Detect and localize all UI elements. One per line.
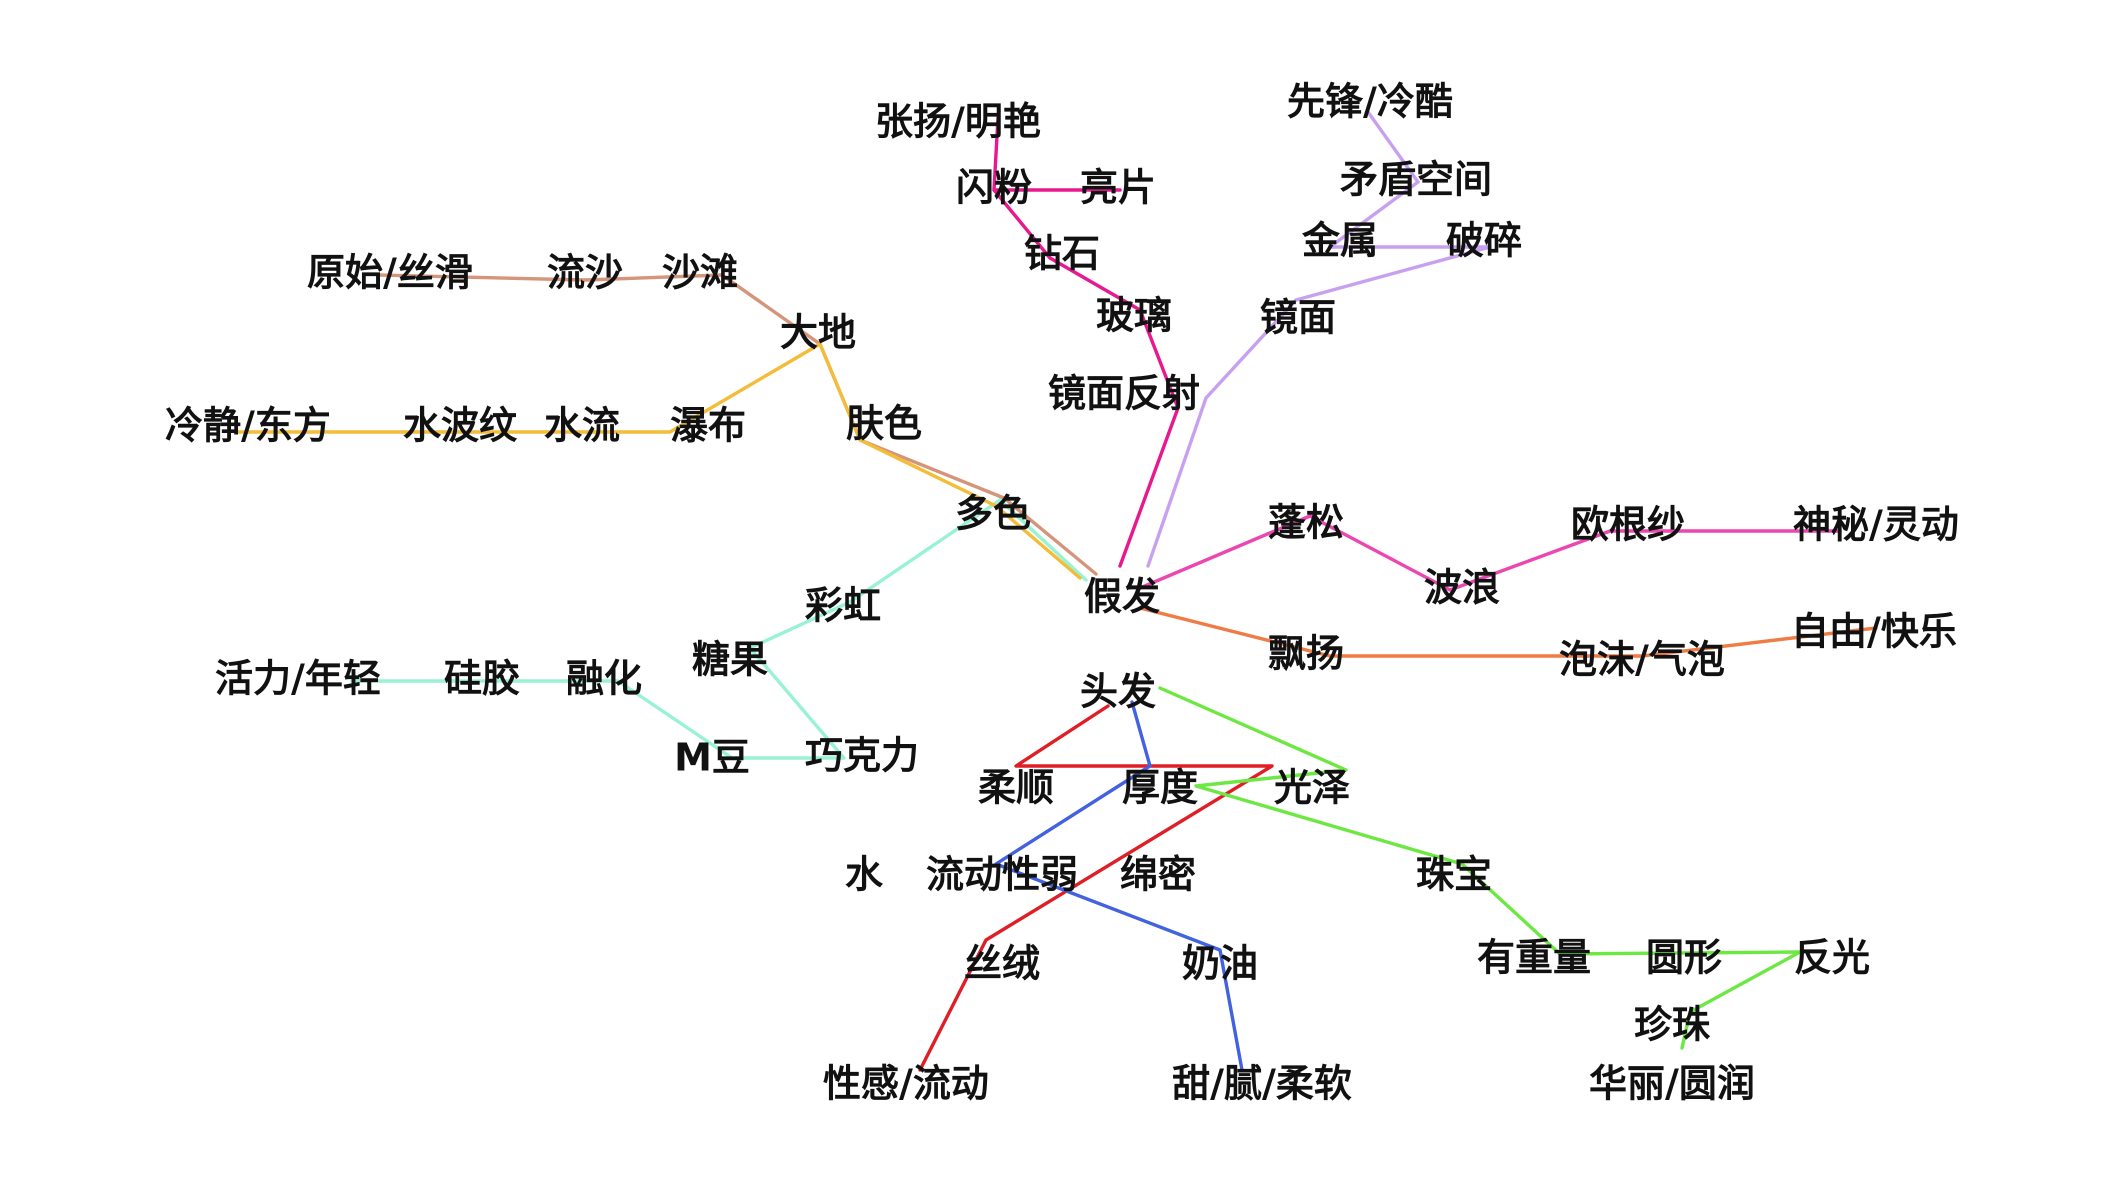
node-label-mianmi: 绵密 — [1120, 853, 1196, 897]
node-label-bolang: 波浪 — [1424, 566, 1500, 610]
node-label-jingmianfanshe: 镜面反射 — [1048, 372, 1200, 416]
node-label-shenmi: 神秘/灵动 — [1793, 503, 1959, 547]
node-label-lengjing: 冷静/东方 — [165, 404, 331, 448]
node-label-caihong: 彩虹 — [805, 584, 881, 628]
node-label-shanfen: 闪粉 — [956, 166, 1032, 210]
path-pink-connector — [1138, 514, 1842, 592]
node-label-shui: 水 — [845, 853, 884, 897]
node-label-ziyou: 自由/快乐 — [1791, 610, 1957, 654]
node-label-naiyou: 奶油 — [1182, 942, 1258, 986]
node-label-fuse: 肤色 — [846, 402, 922, 446]
node-label-liusha: 流沙 — [547, 251, 623, 295]
node-label-ronghua: 融化 — [566, 657, 642, 701]
node-label-maodun: 矛盾空间 — [1340, 158, 1492, 202]
node-label-paomo: 泡沫/气泡 — [1559, 638, 1725, 682]
path-lavender-connector — [1146, 110, 1492, 568]
node-label-guangze: 光泽 — [1274, 766, 1350, 810]
node-label-sirong: 丝绒 — [964, 942, 1040, 986]
node-label-huoli: 活力/年轻 — [215, 657, 381, 701]
node-label-toufa: 头发 — [1080, 670, 1156, 714]
node-label-dadi: 大地 — [780, 311, 856, 355]
node-label-qiaokeli: 巧克力 — [805, 734, 919, 778]
node-label-roushun: 柔顺 — [978, 766, 1054, 810]
node-label-huali: 华丽/圆润 — [1589, 1062, 1755, 1106]
node-label-boli: 玻璃 — [1096, 294, 1172, 338]
node-label-yuanshi: 原始/丝滑 — [307, 251, 473, 295]
path-blue-connector — [994, 700, 1244, 1072]
node-label-shuibowen: 水波纹 — [403, 404, 518, 448]
node-label-piaoyang: 飘扬 — [1268, 632, 1344, 676]
node-label-liangpian: 亮片 — [1080, 166, 1156, 210]
node-label-jiafa: 假发 — [1084, 575, 1160, 619]
node-label-shatan: 沙滩 — [662, 251, 738, 295]
node-label-tian: 甜/腻/柔软 — [1172, 1062, 1352, 1106]
node-label-zuanshi: 钻石 — [1024, 232, 1100, 276]
node-label-houdu: 厚度 — [1122, 766, 1198, 810]
path-yellow-connector — [234, 342, 1082, 580]
node-label-pubu: 瀑布 — [670, 404, 746, 448]
edge-layer — [234, 110, 1878, 1072]
path-red-connector — [918, 704, 1274, 1072]
node-label-zhenzhu: 珍珠 — [1634, 1003, 1711, 1047]
node-label-tangguo: 糖果 — [692, 638, 768, 682]
node-label-liudongxingruo: 流动性弱 — [926, 853, 1078, 897]
node-label-zhangyang: 张扬/明艳 — [875, 100, 1041, 144]
node-label-yuanxing: 圆形 — [1646, 936, 1722, 980]
node-label-guijiao: 硅胶 — [444, 657, 520, 701]
node-label-duose: 多色 — [955, 492, 1031, 536]
node-label-jingmian: 镜面 — [1260, 296, 1336, 340]
node-label-shuiliu: 水流 — [544, 404, 620, 448]
node-label-xinggan: 性感/流动 — [823, 1062, 989, 1106]
path-orange-connector — [1138, 606, 1878, 658]
path-green-connector — [1158, 686, 1802, 1050]
label-layer: 假发头发 多色彩虹糖果 活力/年轻 硅胶 融化 M豆 巧克力 大地肤色 原始/丝滑 流沙沙滩冷静/… — [165, 80, 1959, 1106]
node-label-posui: 破碎 — [1446, 219, 1522, 263]
node-label-youzhongliang: 有重量 — [1477, 936, 1591, 980]
node-label-fanguang: 反光 — [1794, 936, 1870, 980]
node-label-pengsong: 蓬松 — [1268, 501, 1344, 545]
node-label-jinshu: 金属 — [1301, 219, 1378, 263]
path-magenta-connector — [992, 116, 1180, 568]
node-label-ougensha: 欧根纱 — [1571, 503, 1685, 547]
node-label-mdou: M豆 — [674, 736, 750, 780]
node-label-xianfeng: 先锋/冷酷 — [1287, 80, 1453, 124]
path-cyan-connector — [350, 498, 1088, 760]
node-label-zhubao: 珠宝 — [1416, 853, 1492, 897]
